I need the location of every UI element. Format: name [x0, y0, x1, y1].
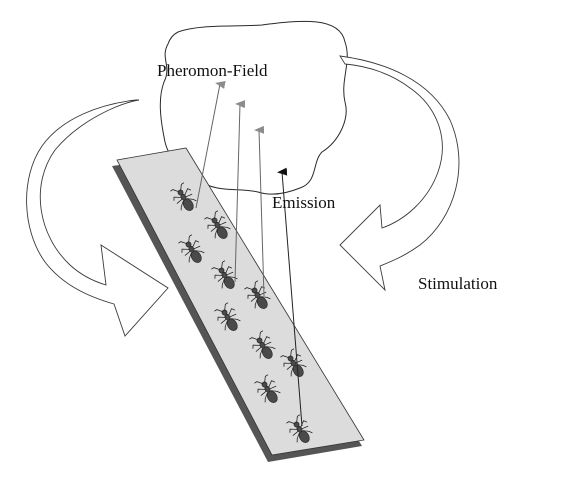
- emission-arrow-dark: [277, 167, 303, 427]
- ant-group: [170, 182, 313, 443]
- emission-arrow-grey-1: [195, 81, 226, 209]
- stimulation-label: Stimulation: [418, 274, 498, 293]
- pheromone-field-label: Pheromon-Field: [157, 61, 268, 80]
- ant-icon: [214, 302, 241, 331]
- trail-plank: [116, 147, 365, 456]
- ant-icon: [249, 330, 276, 359]
- right-swirl-arrow: [339, 55, 460, 292]
- ant-icon: [254, 374, 281, 403]
- ant-icon: [204, 210, 231, 239]
- left-swirl-arrow: [26, 99, 169, 337]
- ant-icon: [178, 234, 205, 263]
- ant-icon: [286, 414, 313, 443]
- emission-arrow-grey-2: [234, 100, 246, 283]
- ant-icon: [244, 280, 271, 309]
- ant-icon: [170, 182, 197, 211]
- pheromone-field-cloud: [159, 20, 348, 195]
- emission-label: Emission: [272, 193, 336, 212]
- emission-arrow-grey-3: [254, 125, 265, 297]
- ant-icon: [280, 348, 307, 377]
- ant-icon: [211, 260, 238, 289]
